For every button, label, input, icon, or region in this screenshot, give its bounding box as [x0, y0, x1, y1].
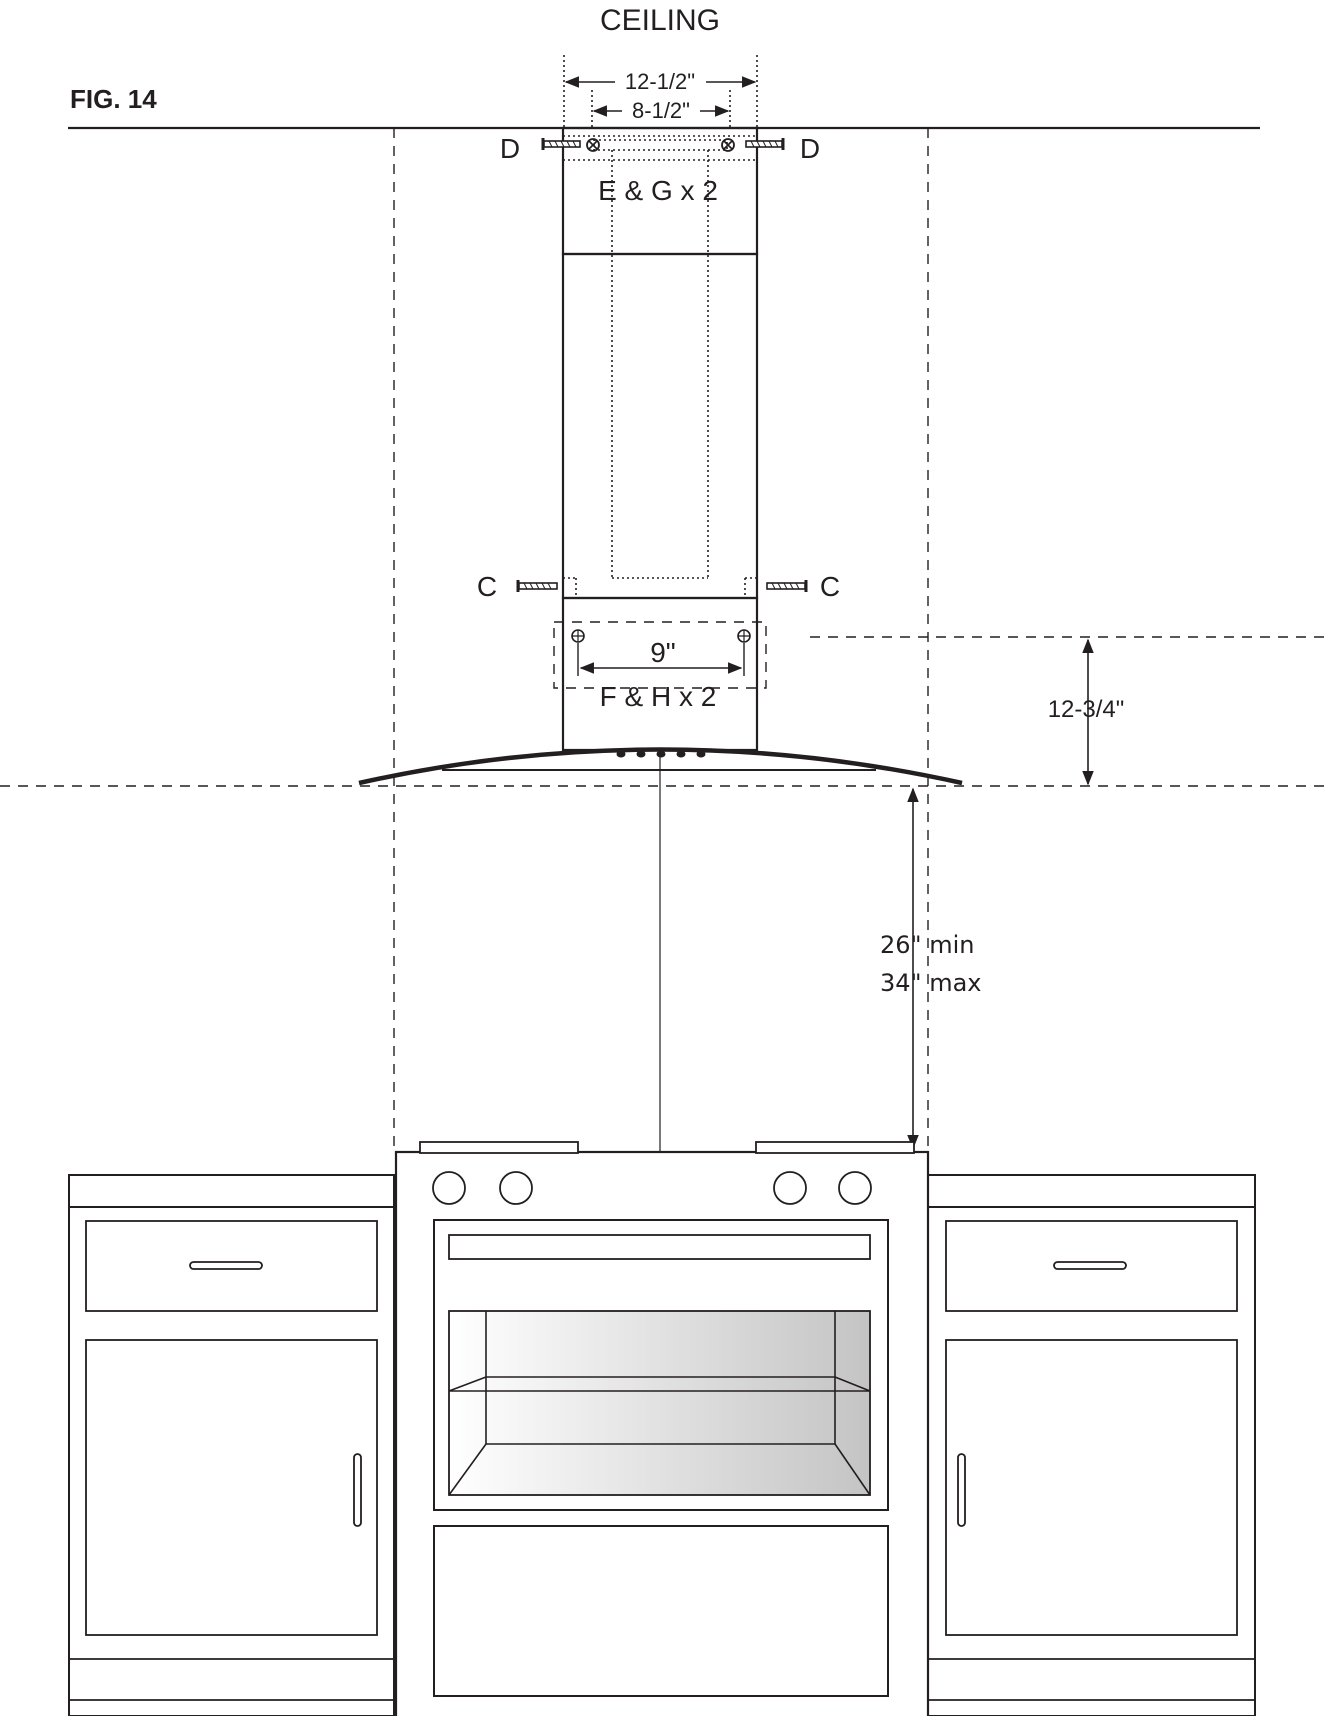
clearance-min-label: 26" min [880, 931, 974, 959]
screw-d-left-label: D [500, 133, 520, 164]
screw-c-left-label: C [477, 571, 497, 602]
hood-canopy [358, 747, 963, 1152]
ceiling-label: CEILING [600, 4, 720, 37]
figure-number: FIG. 14 [70, 84, 157, 114]
top-inner-width-dimension: 8-1/2" [592, 98, 730, 123]
top-outer-width-label: 12-1/2" [625, 69, 695, 94]
lower-chimney [553, 596, 767, 752]
screw-c-right-label: C [820, 571, 840, 602]
left-cabinet [68, 1174, 395, 1716]
upper-bracket-screw-holes [586, 138, 735, 152]
guide-lines [0, 55, 1328, 1148]
lower-hole-spacing-label: 9" [650, 637, 676, 668]
screw-d-right-label: D [800, 133, 820, 164]
screw-c-right [766, 580, 808, 592]
range-oven [394, 1141, 930, 1716]
screw-c-left [516, 580, 558, 592]
screw-d-right [745, 138, 785, 150]
top-inner-width-label: 8-1/2" [632, 98, 690, 123]
screw-d-left [541, 138, 581, 150]
clearance-max-label: 34" max [880, 969, 982, 997]
right-cabinet [927, 1174, 1256, 1716]
hood-control-buttons [616, 750, 706, 758]
upper-bracket-label: E & G x 2 [598, 175, 718, 206]
top-outer-width-dimension: 12-1/2" [564, 69, 757, 94]
bracket-height-label: 12-3/4" [1048, 696, 1125, 723]
lower-bracket-label: F & H x 2 [600, 681, 717, 712]
